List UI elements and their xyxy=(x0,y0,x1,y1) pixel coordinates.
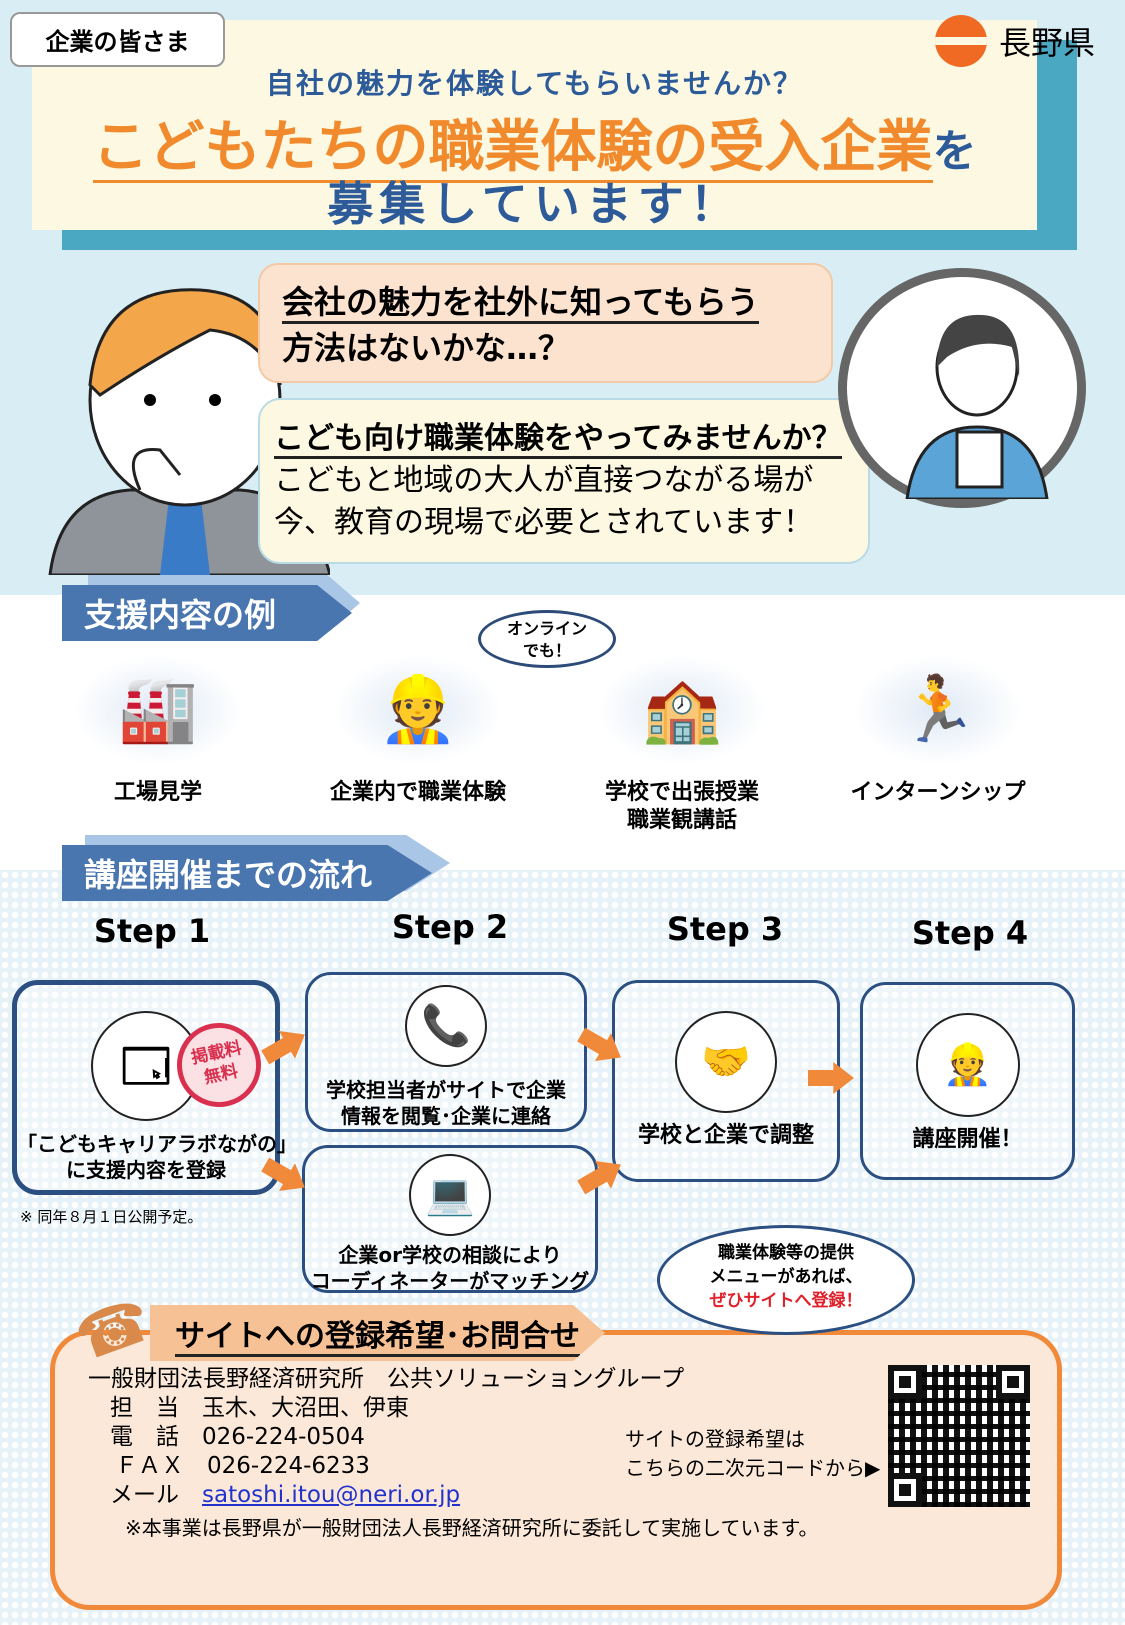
step4-label: Step 4 xyxy=(890,888,1050,978)
main-title-line2: 募集しています！ xyxy=(327,177,742,231)
workers-icon: 👷 xyxy=(333,655,503,765)
question-bubble: 会社の魅力を社外に知ってもらう方法はないかな…？ xyxy=(258,263,833,383)
phone-person-icon: 📞 xyxy=(405,985,487,1067)
title-box: 自社の魅力を体験してもらいませんか？ こどもたちの職業体験の受入企業を 募集して… xyxy=(32,20,1037,231)
teacher-illustration xyxy=(838,268,1086,508)
contact-fax: ＦＡＸ 026-224-6233 xyxy=(115,1453,370,1479)
mail-link[interactable]: satoshi.itou@neri.or.jp xyxy=(202,1482,461,1508)
nagano-logo: 長野県 xyxy=(935,15,1095,67)
step2-label: Step 2 xyxy=(370,882,530,972)
support-heading: 支援内容の例 xyxy=(62,585,352,641)
contact-title: サイトへの登録希望･お問合せ xyxy=(150,1305,605,1361)
step1-label: Step 1 xyxy=(72,886,232,976)
coordinator-icon: 💻 xyxy=(409,1154,491,1236)
answer-bubble: こども向け職業体験をやってみませんか？こどもと地域の大人が直接つながる場が今、教… xyxy=(258,398,870,564)
qr-note: サイトの登録希望はこちらの二次元コードから▶ xyxy=(625,1427,881,1480)
support-item-school: 🏫学校で出張授業職業観講話 xyxy=(562,655,802,835)
step1-box: 🗔 掲載料無料 「こどもキャリアラボながの」に支援内容を登録 xyxy=(12,980,297,1195)
step3-box: 🤝学校と企業で調整 xyxy=(612,980,840,1182)
lead-text: 自社の魅力を体験してもらいませんか？ xyxy=(266,67,803,100)
contact-tel: 電 話 026-224-0504 xyxy=(110,1424,365,1450)
step2-box-school: 📞学校担当者がサイトで企業情報を閲覧･企業に連絡 xyxy=(305,972,587,1132)
step3-label: Step 3 xyxy=(645,884,805,974)
factory-icon: 🏭 xyxy=(73,655,243,765)
support-item-factory: 🏭工場見学 xyxy=(38,655,278,807)
prefecture-mark-icon xyxy=(935,15,987,67)
step1-note: ※ 同年８月１日公開予定。 xyxy=(20,1208,203,1226)
footnote: ※本事業は長野県が一般財団法人長野経済研究所に委託して実施しています。 xyxy=(125,1516,819,1540)
contact-staff: 担 当 玉木、大沼田、伊東 xyxy=(110,1395,409,1421)
online-note-bubble: オンラインでも！ xyxy=(478,610,616,668)
contact-org: 一般財団法長野経済研究所 公共ソリューショングループ xyxy=(88,1366,685,1392)
qr-code[interactable] xyxy=(888,1365,1030,1507)
register-callout: 職業体験等の提供メニューがあれば、ぜひサイトへ登録！ xyxy=(657,1225,915,1335)
flow-heading: 講座開催までの流れ xyxy=(62,845,432,901)
support-item-internship: 🏃インターンシップ xyxy=(818,655,1058,807)
school-icon: 🏫 xyxy=(597,655,767,765)
handshake-icon: 🤝 xyxy=(675,1011,777,1113)
main-title: こどもたちの職業体験の受入企業を xyxy=(32,102,1037,183)
support-item-workplace: 👷企業内で職業体験 xyxy=(298,655,538,807)
workers-icon: 👷 xyxy=(915,1013,1020,1117)
step2-box-coordinator: 💻企業or学校の相談によりコーディネーターがマッチング xyxy=(302,1145,598,1293)
audience-tag: 企業の皆さま xyxy=(10,12,225,67)
businessman-icon: 🏃 xyxy=(853,655,1023,765)
step4-box: 👷講座開催！ xyxy=(860,982,1075,1180)
contact-mail: メール satoshi.itou@neri.or.jp xyxy=(110,1482,461,1508)
